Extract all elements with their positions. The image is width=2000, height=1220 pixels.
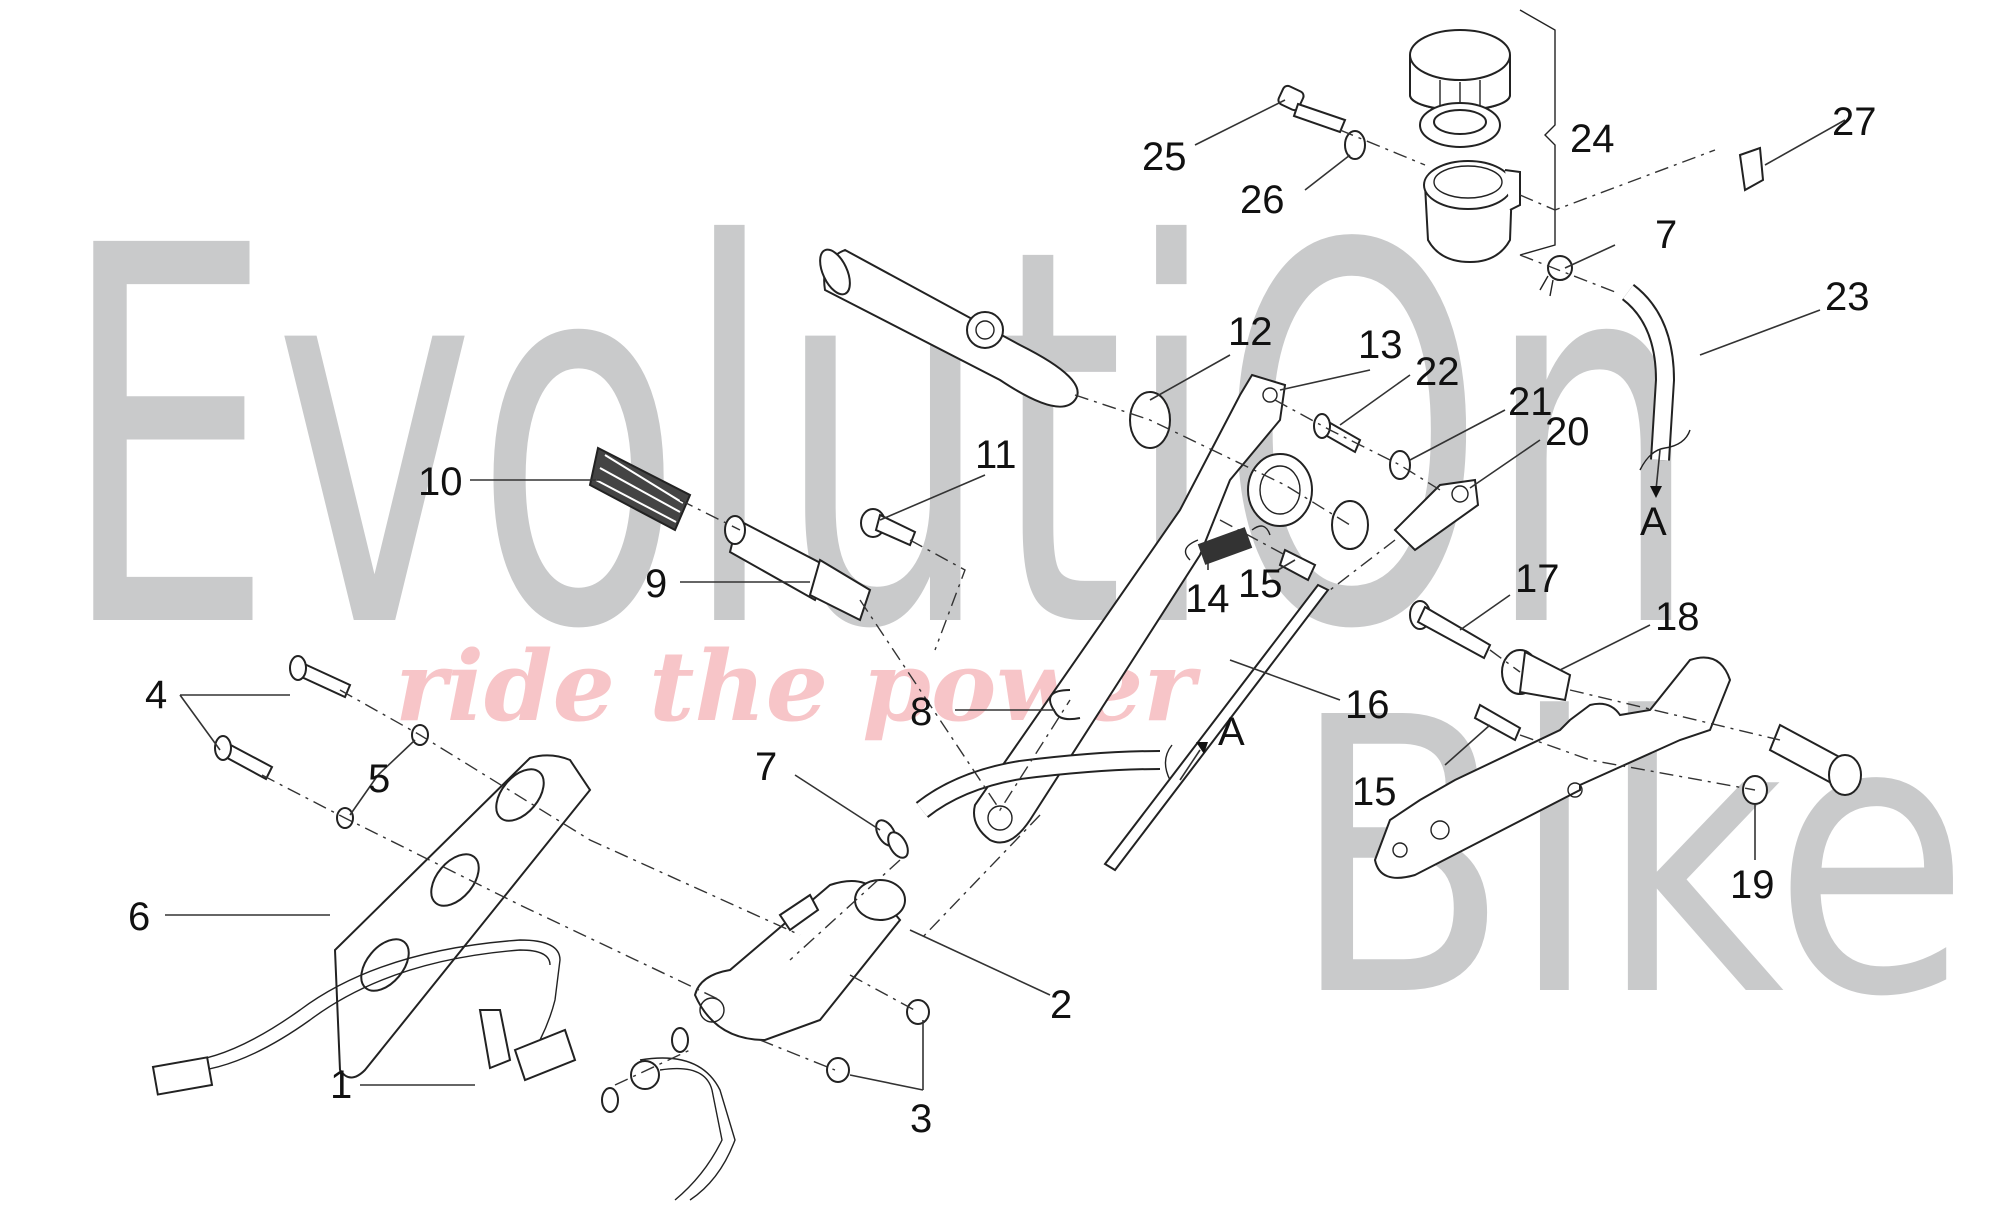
rod-16 <box>1103 583 1330 872</box>
nut-3b <box>826 1057 850 1083</box>
footpeg-rubber-10 <box>588 446 692 532</box>
callout-17: 17 <box>1515 557 1560 601</box>
group-bracket-24 <box>1519 9 1556 256</box>
reservoir-diaphragm <box>1419 102 1501 148</box>
callout-12: 12 <box>1228 310 1273 354</box>
callout-7-lower: 7 <box>755 745 777 789</box>
hose-23-break <box>1639 429 1691 471</box>
callout-19: 19 <box>1730 863 1775 907</box>
pin-15-upper <box>1278 548 1317 582</box>
nut-3a <box>906 999 930 1025</box>
callout-13: 13 <box>1358 323 1403 367</box>
clevis-20 <box>1393 478 1480 552</box>
callout-26: 26 <box>1240 178 1285 222</box>
marker-a-lower: A <box>1218 710 1245 754</box>
callout-1: 1 <box>330 1063 352 1107</box>
callout-24: 24 <box>1570 117 1615 161</box>
footrest-plate-6 <box>333 754 592 1079</box>
footpeg-pin-9 <box>724 515 872 622</box>
callout-23: 23 <box>1825 275 1870 319</box>
circlip-8 <box>1049 689 1081 721</box>
hanger-bolt <box>1768 723 1862 796</box>
watermark-brand-top: EvolutiOn <box>60 137 1700 743</box>
brake-light-switch-1 <box>151 939 577 1096</box>
master-cylinder-2 <box>693 879 906 1042</box>
bolt-25 <box>1277 84 1347 134</box>
callout-11: 11 <box>975 433 1017 477</box>
leader-lines <box>165 99 1846 1091</box>
pin-15-lower <box>1473 703 1522 742</box>
bolts-4 <box>214 655 352 781</box>
oring-lower <box>1331 500 1369 550</box>
bolt-17 <box>1409 600 1492 660</box>
watermark-brand: EvolutiOn Bike ride the power <box>60 137 1970 1080</box>
hose-clamp-7-lower <box>875 819 909 859</box>
washer-26 <box>1344 130 1366 160</box>
callout-22: 22 <box>1415 350 1460 394</box>
arrow-to-a-bottom <box>1196 742 1208 754</box>
callout-20: 20 <box>1545 410 1590 454</box>
hose-23-inner <box>1622 285 1674 461</box>
callout-15-lower: 15 <box>1352 770 1397 814</box>
hose-clamp-7-top <box>1539 255 1573 297</box>
callout-15-upper: 15 <box>1238 562 1283 606</box>
heel-guard-plate <box>1373 656 1732 879</box>
spring-14 <box>1184 525 1271 565</box>
callout-27: 27 <box>1832 100 1877 144</box>
arrow-to-a-top <box>1650 486 1662 498</box>
reservoir-body <box>1423 160 1521 264</box>
pivot-housing <box>819 248 1079 408</box>
callout-21: 21 <box>1508 380 1553 424</box>
parts <box>151 9 1862 1201</box>
callout-4: 4 <box>145 673 167 717</box>
callout-14: 14 <box>1185 577 1230 621</box>
callout-7-upper: 7 <box>1655 213 1677 257</box>
callout-2: 2 <box>1050 983 1072 1027</box>
callout-18: 18 <box>1655 595 1700 639</box>
callout-25: 25 <box>1142 135 1187 179</box>
clip-27 <box>1738 146 1765 192</box>
reservoir-cap <box>1409 29 1511 111</box>
callout-16: 16 <box>1345 683 1390 727</box>
marker-a-upper: A <box>1640 500 1667 544</box>
callout-labels: 1 2 3 4 5 6 7 7 8 9 10 11 12 13 14 15 15… <box>128 100 1877 1141</box>
callout-3: 3 <box>910 1097 932 1141</box>
callout-6: 6 <box>128 895 150 939</box>
pushrod-lower <box>601 1027 736 1201</box>
hose-lower-break <box>1164 744 1173 781</box>
assembly-axes <box>261 129 1781 1086</box>
callout-10: 10 <box>418 460 463 504</box>
callout-5: 5 <box>368 757 390 801</box>
brake-lever-13 <box>973 373 1287 844</box>
callout-9: 9 <box>645 562 667 606</box>
washer-21 <box>1389 450 1411 480</box>
callout-8: 8 <box>910 690 932 734</box>
lever-bushing <box>1247 453 1313 527</box>
bolt-11 <box>860 508 917 547</box>
